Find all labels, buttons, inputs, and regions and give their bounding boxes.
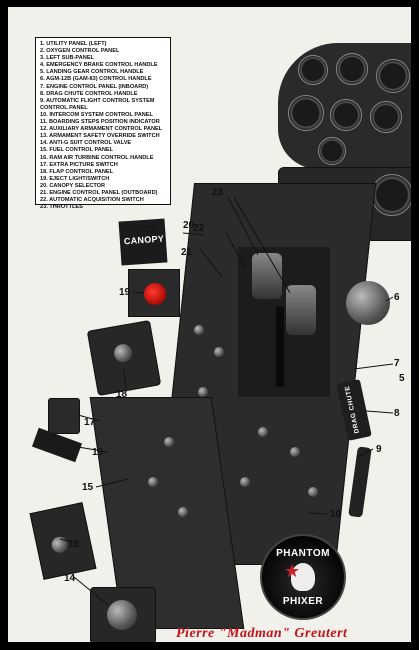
callout-6: 6 <box>394 292 400 303</box>
toggle-switch-icon[interactable] <box>214 347 224 357</box>
badge-bottom-text: PHIXER <box>282 596 324 607</box>
legend-item: 2. OXYGEN CONTROL PANEL <box>40 48 120 55</box>
badge-top-text: PHANTOM <box>276 548 330 559</box>
leader-line-10 <box>307 512 329 515</box>
legend-box: 1. UTILITY PANEL (LEFT) 2. OXYGEN CONTRO… <box>35 37 171 210</box>
eject-light-button[interactable] <box>144 283 166 305</box>
callout-15: 15 <box>82 482 94 493</box>
toggle-switch-icon[interactable] <box>194 325 204 335</box>
legend-item: 15. FUEL CONTROL PANEL <box>40 147 114 154</box>
anti-g-valve-knob[interactable] <box>107 600 137 630</box>
legend-item: 20. CANOPY SELECTOR <box>40 182 106 189</box>
legend-item: 4. EMERGENCY BRAKE CONTROL HANDLE <box>40 62 158 69</box>
leader-line-6 <box>385 296 394 302</box>
page-frame: 1. UTILITY PANEL (LEFT) 2. OXYGEN CONTRO… <box>8 7 411 642</box>
callout-10: 10 <box>330 509 342 520</box>
toggle-switch-icon[interactable] <box>240 477 250 487</box>
throttle-block <box>238 247 330 397</box>
legend-item: 10. INTERCOM SYSTEM CONTROL PANEL <box>40 111 153 118</box>
leader-line-17 <box>77 414 101 422</box>
legend-item: 16. RAM AIR TURBINE CONTROL HANDLE <box>40 154 154 161</box>
leader-line-22 <box>225 232 247 270</box>
leader-line-18 <box>123 368 127 390</box>
legend-item: 13. ARMAMENT SAFETY OVERRIDE SWITCH <box>40 133 160 140</box>
callout-5: 5 <box>399 373 405 384</box>
legend-item: 7. ENGINE CONTROL PANEL (INBOARD) <box>40 83 149 90</box>
leader-line-23b <box>233 196 291 294</box>
throttle-handle[interactable] <box>252 253 282 299</box>
callout-18: 18 <box>116 389 128 400</box>
callout-16: 16 <box>92 447 104 458</box>
legend-item: 11. BOARDING STEPS POSITION INDICATOR <box>40 119 160 126</box>
toggle-switch-icon[interactable] <box>148 477 158 487</box>
instrument-cluster <box>278 43 411 169</box>
callout-20: 20 <box>183 220 195 231</box>
leader-line-13 <box>59 538 77 544</box>
legend-item: 21. ENGINE CONTROL PANEL (OUTBOARD) <box>40 189 158 196</box>
legend-item: 17. EXTRA PICTURE SWITCH <box>40 161 118 168</box>
toggle-switch-icon[interactable] <box>308 487 318 497</box>
leader-line-20 <box>140 224 157 230</box>
legend-item: 18. FLAP CONTROL PANEL <box>40 168 114 175</box>
callout-8: 8 <box>394 408 400 419</box>
toggle-switch-icon[interactable] <box>164 437 174 447</box>
leader-line-16 <box>77 446 109 453</box>
callout-14: 14 <box>64 573 76 584</box>
anti-g-valve-panel <box>90 587 156 642</box>
ghost-icon <box>291 563 315 591</box>
callout-23: 23 <box>212 187 224 198</box>
gauge-icon <box>376 59 410 93</box>
callout-9: 9 <box>376 444 382 455</box>
eject-light-housing <box>128 269 180 317</box>
legend-item: 22. AUTOMATIC ACQUISITION SWITCH <box>40 197 144 204</box>
legend-item: 3. LEFT SUB-PANEL <box>40 55 94 62</box>
gauge-icon <box>336 53 368 85</box>
leader-line-20b <box>182 232 205 236</box>
gauge-icon <box>288 95 324 131</box>
toggle-switch-icon[interactable] <box>258 427 268 437</box>
legend-item: 14. ANTI-G SUIT CONTROL VALVE <box>40 140 132 147</box>
extra-picture-switch[interactable] <box>48 398 80 434</box>
throttle-slot <box>276 307 284 387</box>
leader-line-9 <box>357 448 374 458</box>
artist-signature: Pierre "Madman" Greutert <box>176 626 348 641</box>
callout-19: 19 <box>119 287 131 298</box>
phantom-phixer-badge: PHANTOM ★ PHIXER <box>260 534 346 620</box>
legend-item: 6. AGM-12B (GAM-83) CONTROL HANDLE <box>40 76 152 83</box>
leader-line-8 <box>365 410 394 414</box>
toggle-switch-icon[interactable] <box>290 447 300 457</box>
legend-item: 9. AUTOMATIC FLIGHT CONTROL SYSTEM CONTR… <box>40 97 155 111</box>
gauge-icon <box>330 99 362 131</box>
legend-item: 1. UTILITY PANEL (LEFT) <box>40 41 107 47</box>
legend-item: 12. AUXILIARY ARMAMENT CONTROL PANEL <box>40 126 163 133</box>
leader-line-14 <box>73 576 109 606</box>
leader-line-19 <box>132 291 145 294</box>
leader-lines <box>59 196 394 606</box>
callout-17: 17 <box>84 417 96 428</box>
legend-item: 8. DRAG CHUTE CONTROL HANDLE <box>40 90 138 97</box>
callout-13: 13 <box>68 539 80 550</box>
callout-22: 22 <box>193 223 205 234</box>
star-icon: ★ <box>284 561 301 581</box>
gauge-icon <box>370 101 402 133</box>
gauge-icon <box>298 55 328 85</box>
callout-21: 21 <box>181 247 193 258</box>
toggle-switch-icon[interactable] <box>178 507 188 517</box>
gauge-icon <box>318 137 346 165</box>
toggle-switch-icon[interactable] <box>198 387 208 397</box>
legend-item: 23. THROTTLES <box>40 204 83 211</box>
missile-control-knob[interactable] <box>346 281 390 325</box>
leader-line-7 <box>353 363 394 370</box>
legend-list: 1. UTILITY PANEL (LEFT) 2. OXYGEN CONTRO… <box>40 41 166 211</box>
leader-line-21 <box>199 248 223 278</box>
callout-7: 7 <box>394 358 400 369</box>
legend-item: 19. EJECT LIGHT/SWITCH <box>40 175 110 182</box>
legend-item: 5. LANDING GEAR CONTROL HANDLE <box>40 69 144 76</box>
leader-line-23a <box>227 196 259 256</box>
leader-line-15 <box>95 478 129 488</box>
throttle-handle[interactable] <box>286 285 316 335</box>
